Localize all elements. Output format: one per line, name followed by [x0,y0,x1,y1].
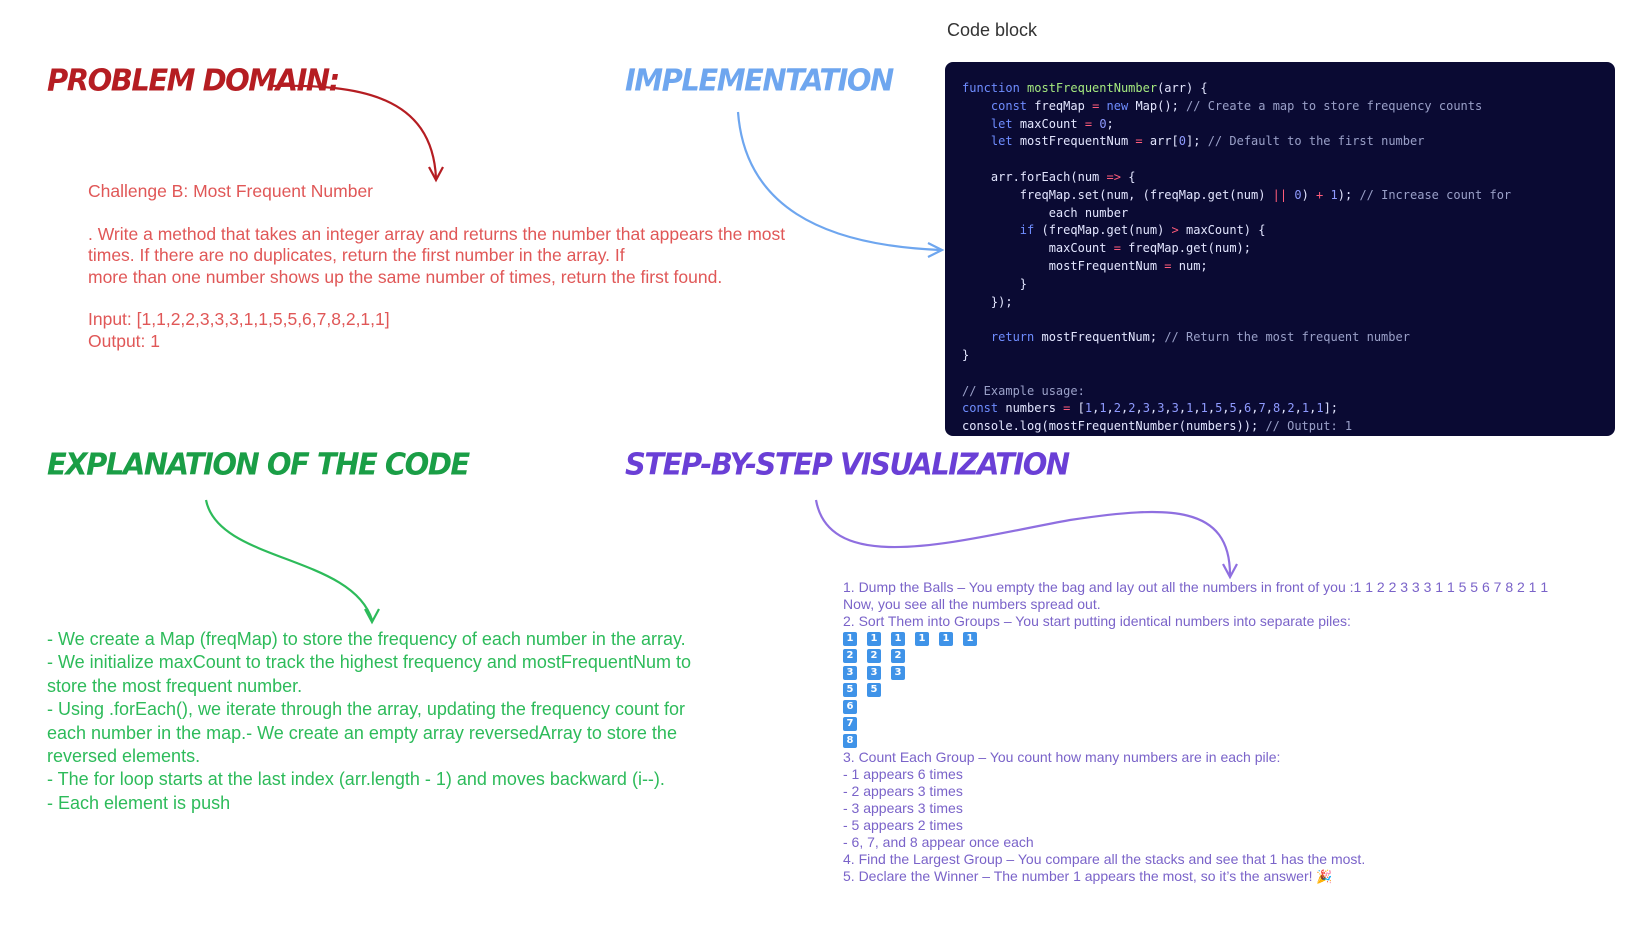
step-4: 4. Find the Largest Group – You compare … [843,851,1366,867]
code-line[interactable]: if (freqMap.get(num) > maxCount) { [1019,223,1266,238]
step-1-note: Now, you see all the numbers spread out. [843,596,1101,612]
code-line[interactable]: each number [962,205,1129,220]
explanation-item: - Using .forEach(), we iterate through t… [47,699,686,767]
number-ball: 1 [939,631,953,646]
number-ball: 3 [891,665,905,680]
explanation-item: - Each element is push [47,792,231,813]
code-line[interactable]: } [962,347,970,362]
problem-domain-heading: PROBLEM DOMAIN: [47,62,340,98]
number-ball: 2 [867,648,881,663]
number-ball: 1 [867,631,881,646]
pile-row: 7 [843,715,1643,732]
step-2: 2. Sort Them into Groups – You start put… [843,613,1351,629]
code-line[interactable]: function mostFrequentNumber(arr) { [962,81,1208,95]
challenge-title: Challenge B: Most Frequent Number [88,181,373,201]
number-ball: 3 [867,665,881,680]
number-ball: 5 [867,682,881,697]
count-item: - 5 appears 2 times [843,817,963,833]
number-ball: 8 [843,733,857,748]
code-line[interactable]: mostFrequentNum = num; [962,258,1208,273]
code-line[interactable]: const freqMap = new Map(); // Create a m… [990,98,1483,113]
code-line[interactable]: } [962,276,1028,291]
step-5: 5. Declare the Winner – The number 1 app… [843,868,1313,884]
step-3: 3. Count Each Group – You count how many… [843,749,1281,765]
code-line[interactable]: console.log(mostFrequentNumber(numbers))… [962,419,1353,434]
challenge-body-line2: more than one number shows up the same n… [88,266,723,287]
code-content[interactable]: function mostFrequentNumber(arr) { const… [945,62,1615,436]
number-ball: 6 [843,699,857,714]
code-line[interactable]: let mostFrequentNum = arr[0]; // Default… [990,134,1425,149]
count-item: - 1 appears 6 times [843,766,963,782]
party-popper-icon: 🎉 [1316,869,1333,884]
code-line[interactable]: freqMap.set(num, (freqMap.get(num) || 0)… [962,187,1512,202]
code-block-title: Code block [947,20,1038,40]
implementation-heading: IMPLEMENTATION [625,62,894,98]
number-ball: 1 [891,631,905,646]
problem-description: Challenge B: Most Frequent Number . Writ… [88,181,788,352]
code-block[interactable]: function mostFrequentNumber(arr) { const… [945,62,1615,436]
count-item: - 3 appears 3 times [843,800,963,816]
step-1: 1. Dump the Balls – You empty the bag an… [843,579,1549,595]
pile-row: 6 [843,698,1643,715]
code-line[interactable]: return mostFrequentNum; // Return the mo… [990,330,1410,345]
count-item: - 6, 7, and 8 appear once each [843,834,1034,850]
code-line[interactable]: const numbers = [1,1,2,2,3,3,3,1,1,5,5,6… [962,401,1339,416]
visualization-heading: STEP-BY-STEP VISUALIZATION [625,446,1070,482]
number-ball: 2 [891,648,905,663]
problem-arrow [271,84,444,183]
count-item: - 2 appears 3 times [843,783,963,799]
code-line[interactable]: maxCount = freqMap.get(num); [962,241,1251,256]
number-ball: 1 [915,631,929,646]
explanation-heading: EXPLANATION OF THE CODE [47,446,470,482]
code-line[interactable]: // Example usage: [962,383,1085,398]
explanation-list: - We create a Map (freqMap) to store the… [47,628,727,815]
challenge-output: Output: 1 [88,330,160,351]
number-ball: 1 [963,631,977,646]
code-line[interactable]: arr.forEach(num => { [962,169,1136,184]
code-line[interactable]: }); [962,294,1013,309]
explanation-item: - The for loop starts at the last index … [47,769,665,790]
number-ball: 2 [843,648,857,663]
number-ball: 3 [843,665,857,680]
number-ball: 1 [843,631,857,646]
explanation-item: - We create a Map (freqMap) to store the… [47,629,686,649]
visualization-arrow [814,499,1238,580]
number-ball: 7 [843,716,857,731]
step-5-line: 5. Declare the Winner – The number 1 app… [843,868,1643,885]
visualization-steps: 1. Dump the Balls – You empty the bag an… [843,579,1643,885]
challenge-body-line1: . Write a method that takes an integer a… [88,223,786,266]
pile-row: 8 [843,732,1643,749]
number-ball: 5 [843,682,857,697]
explanation-arrow [204,499,380,625]
code-line[interactable]: let maxCount = 0; [990,116,1114,131]
explanation-item: - We initialize maxCount to track the hi… [47,652,691,696]
challenge-input: Input: [1,1,2,2,3,3,3,1,1,5,5,6,7,8,2,1,… [88,309,390,329]
